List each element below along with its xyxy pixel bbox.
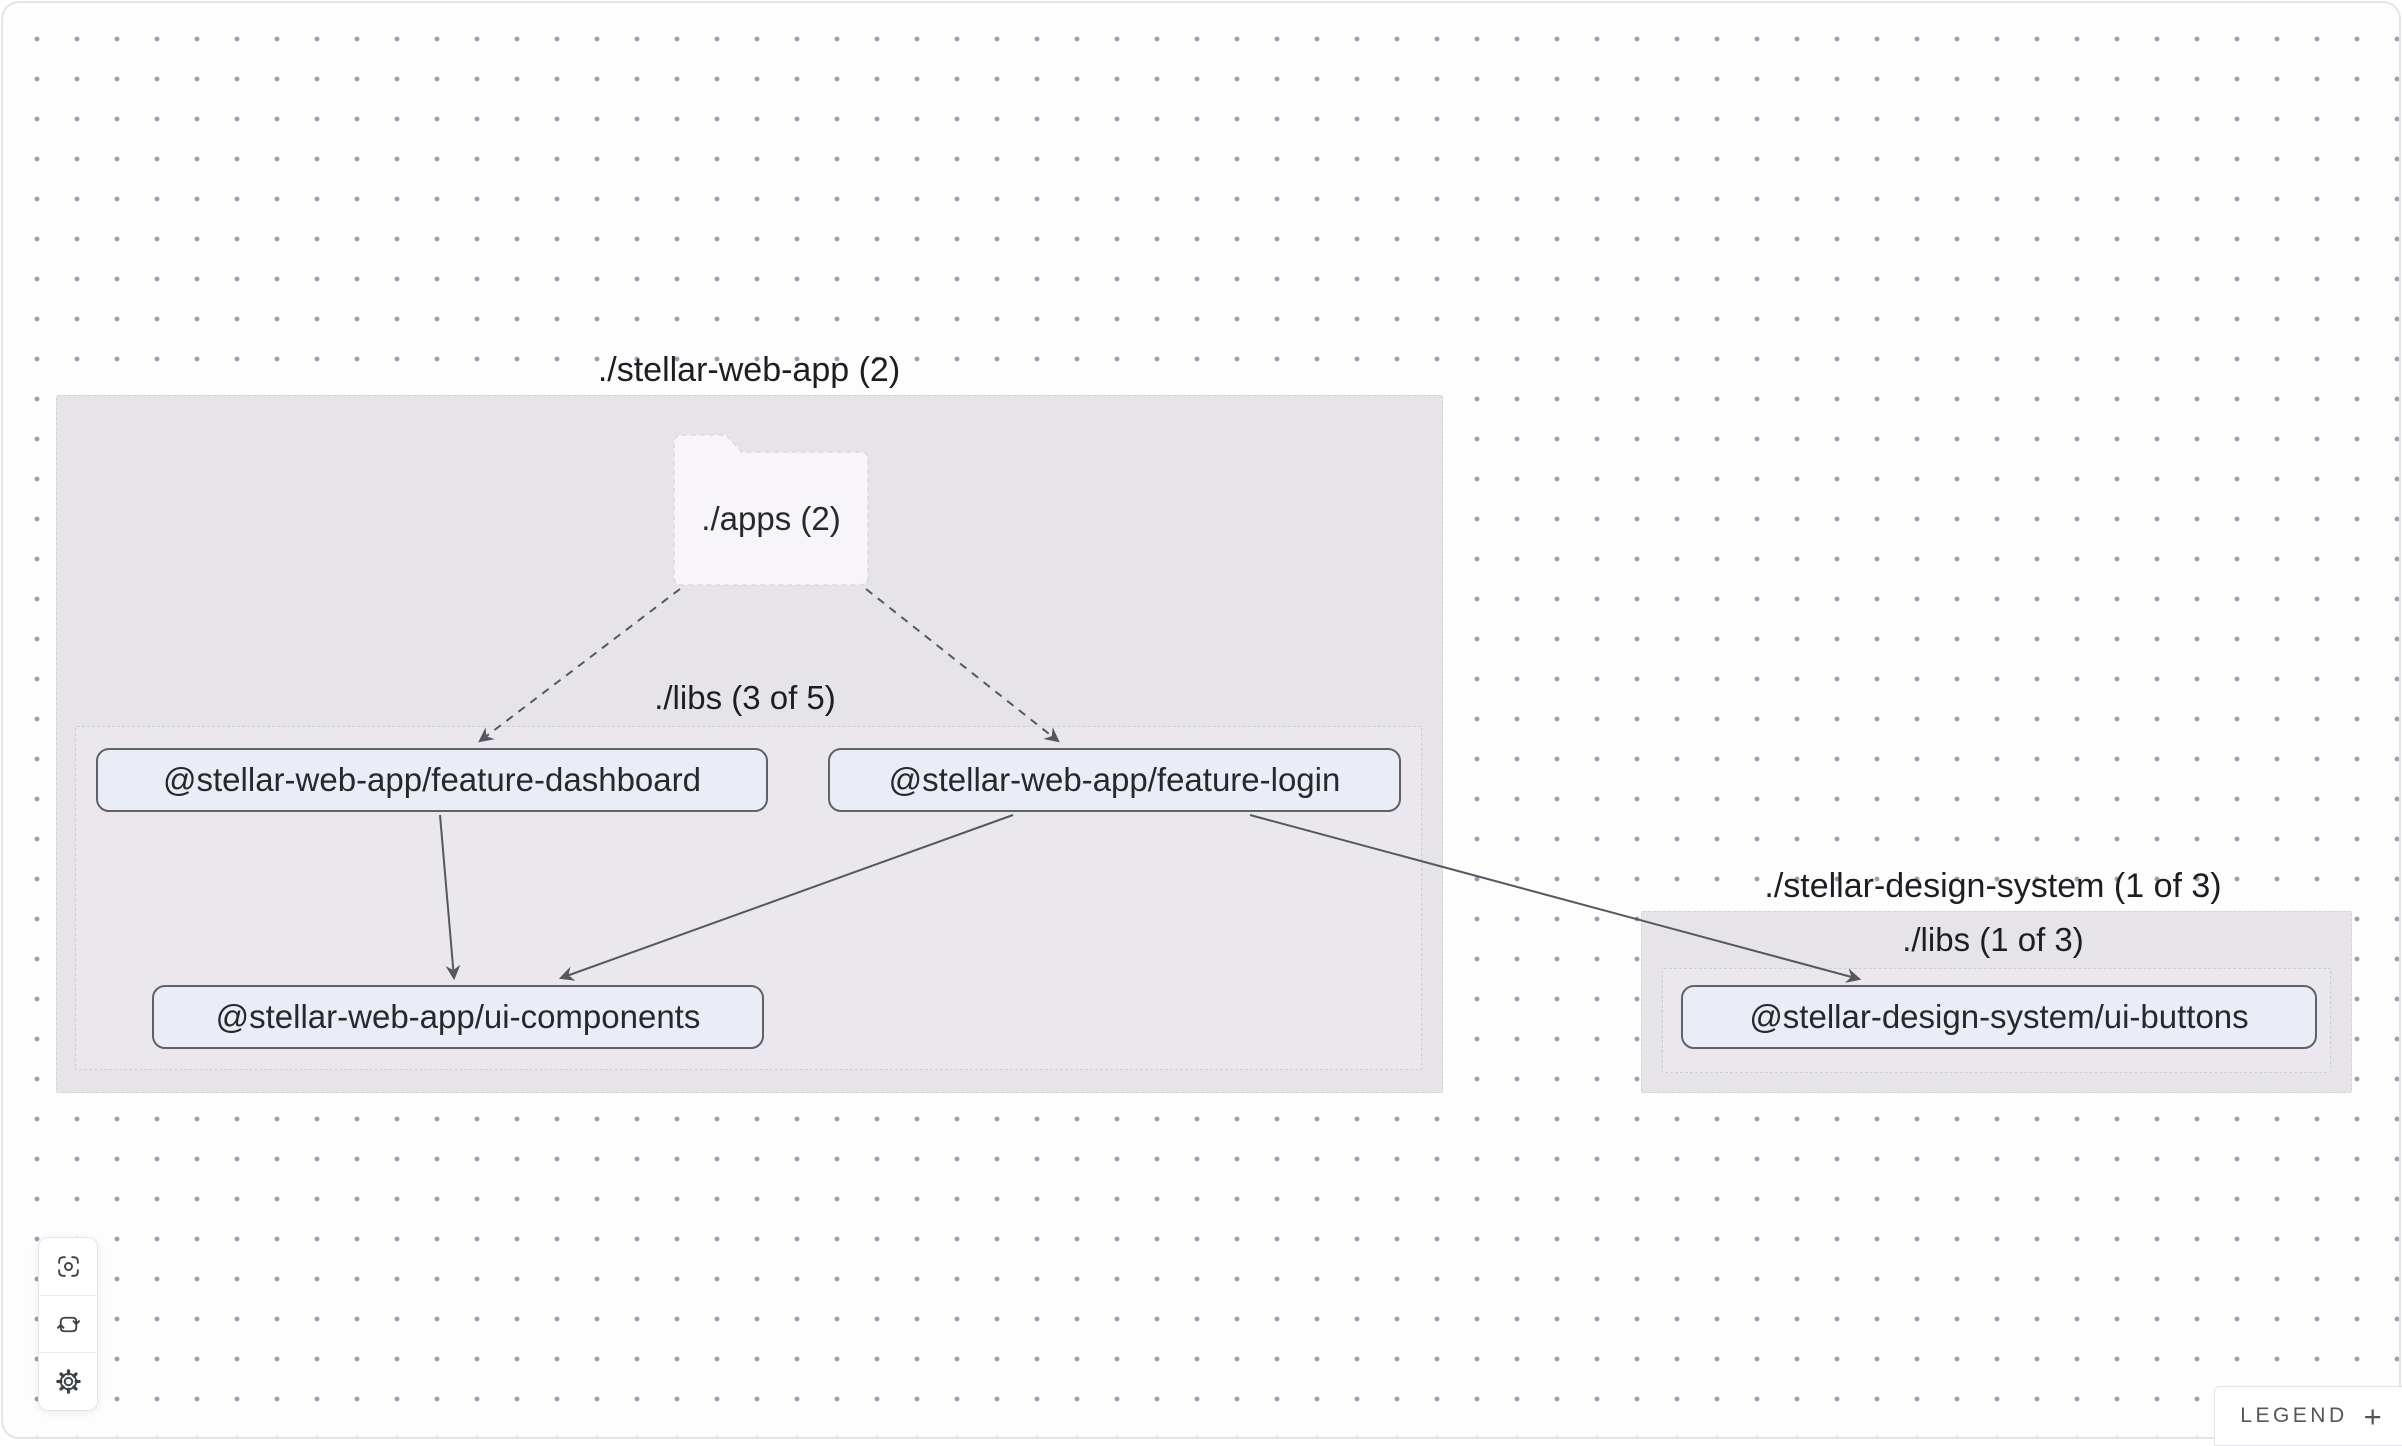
node-ui-buttons[interactable]: @stellar-design-system/ui-buttons (1681, 985, 2317, 1049)
legend-label: LEGEND (2240, 1404, 2348, 1427)
focus-viewfinder-icon (57, 1256, 79, 1277)
node-label: @stellar-web-app/ui-components (215, 998, 701, 1035)
node-ui-components[interactable]: @stellar-web-app/ui-components (152, 985, 764, 1049)
node-feature-login[interactable]: @stellar-web-app/feature-login (828, 748, 1401, 812)
node-feature-dashboard[interactable]: @stellar-web-app/feature-dashboard (96, 748, 768, 812)
legend-toggle[interactable]: LEGEND + (2214, 1386, 2402, 1446)
group-title-stellar-web-app: ./stellar-web-app (2) (597, 351, 901, 389)
folder-node-apps[interactable]: ./apps (2) (672, 433, 870, 587)
folder-icon (673, 434, 869, 586)
graph-controls-toolbar (38, 1237, 98, 1411)
node-label: @stellar-web-app/feature-login (888, 761, 1341, 798)
group-title-stellar-design-system: ./stellar-design-system (1 of 3) (1764, 867, 2222, 905)
refresh-button[interactable] (39, 1294, 97, 1353)
refresh-cycle-icon (56, 1316, 80, 1332)
focus-button[interactable] (39, 1238, 97, 1295)
legend-expand-icon: + (2363, 1398, 2382, 1434)
settings-gear-icon (55, 1369, 81, 1394)
settings-button[interactable] (39, 1352, 97, 1410)
group-title-libs-design-system: ./libs (1 of 3) (1902, 921, 2084, 958)
node-label: @stellar-design-system/ui-buttons (1749, 998, 2249, 1035)
folder-node-label: ./apps (2) (701, 500, 841, 537)
node-label: @stellar-web-app/feature-dashboard (163, 761, 701, 798)
group-title-libs-web-app: ./libs (3 of 5) (654, 679, 836, 716)
